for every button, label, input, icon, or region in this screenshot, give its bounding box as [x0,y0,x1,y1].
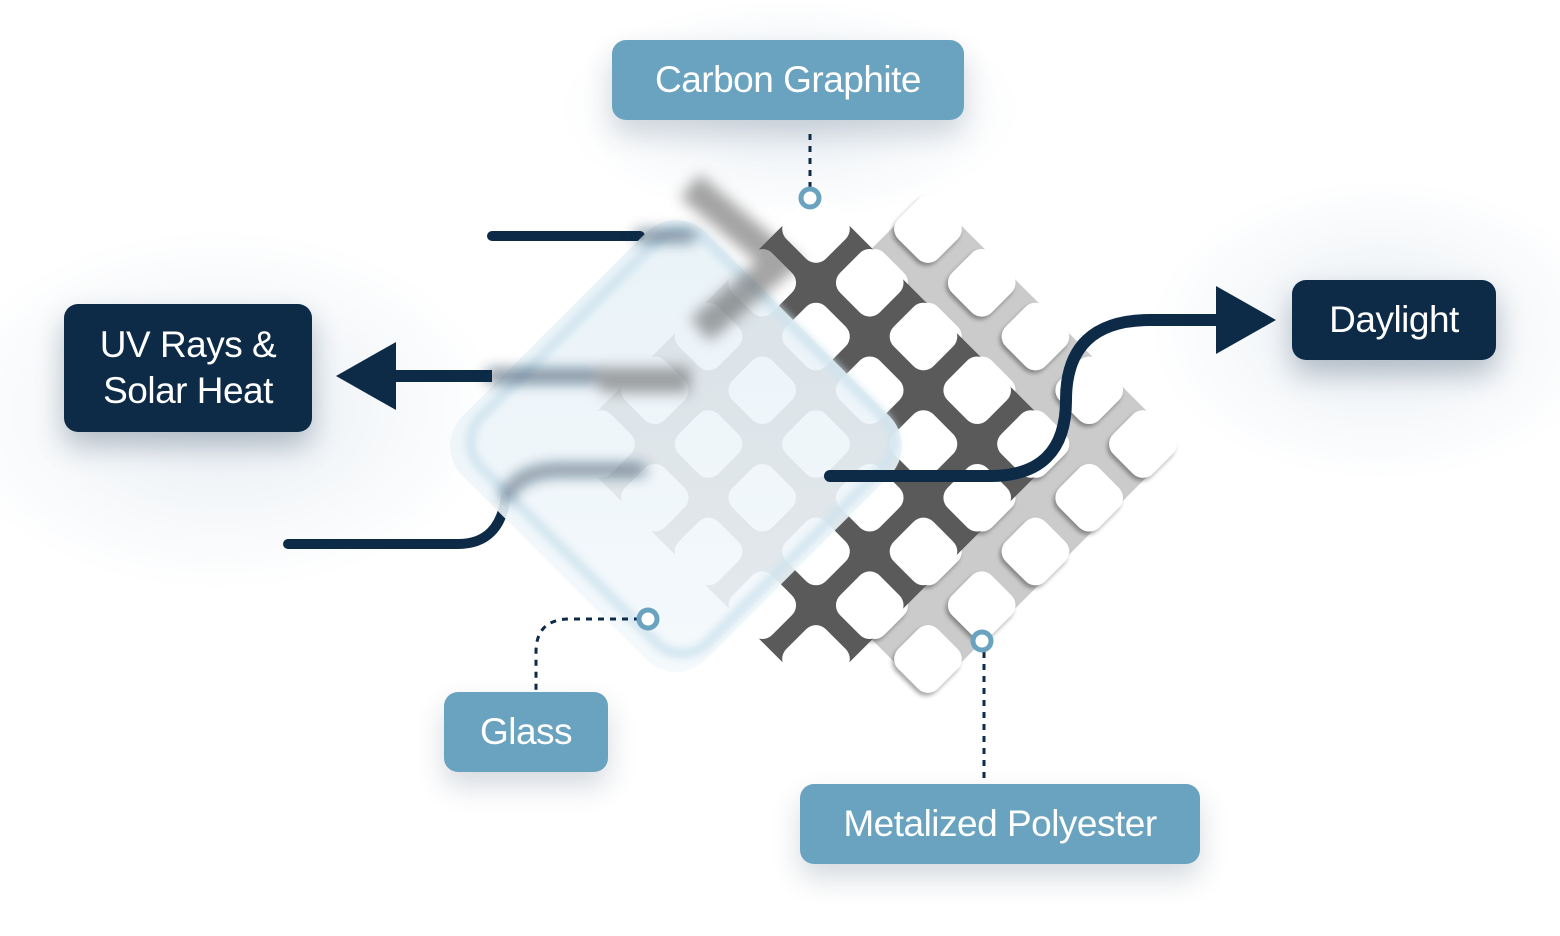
carbon-hole [889,517,958,586]
carbon-hole [782,625,850,693]
glass-layer [450,174,902,672]
carbon-hole [943,356,1012,425]
arrow-head-left [336,342,396,410]
daylight-arrow [824,286,1276,482]
glass-text: Glass [479,711,573,752]
callout-dots [636,186,994,653]
arrow-head-right [1216,286,1276,354]
polyester-hole [1001,517,1070,586]
polyester-hole [1109,410,1177,478]
daylight-text: Daylight [1329,299,1459,340]
uv-reflection-arrow [336,342,492,410]
glass-callout-dot [636,607,660,631]
callout-leaders [534,134,986,784]
polyester-hole [894,625,962,693]
polyester-hole [1001,302,1070,371]
carbon-graphite-label: Carbon Graphite [612,40,964,120]
glass-label: Glass [444,692,608,772]
metalized-polyester-text: Metalized Polyester [843,803,1157,844]
daylight-label: Daylight [1292,280,1496,360]
polyester-hole [1055,463,1124,532]
carbon-hole [889,410,958,478]
carbon-callout-dot [798,186,822,210]
polyester-hole [947,248,1016,317]
glass-leader [534,617,640,692]
uv-rays-text-line1: UV Rays & [99,324,277,365]
metalized-polyester-label: Metalized Polyester [800,784,1200,864]
uv-rays-text-line2: Solar Heat [103,370,273,411]
polyester-callout-dot [970,629,994,653]
carbon-hole [835,571,904,640]
carbon-graphite-text: Carbon Graphite [654,59,922,100]
carbon-hole [782,195,850,263]
carbon-hole [889,302,958,371]
uv-rays-label: UV Rays & Solar Heat [64,304,312,432]
carbon-hole [835,248,904,317]
polyester-hole [894,195,962,263]
polyester-hole [947,571,1016,640]
